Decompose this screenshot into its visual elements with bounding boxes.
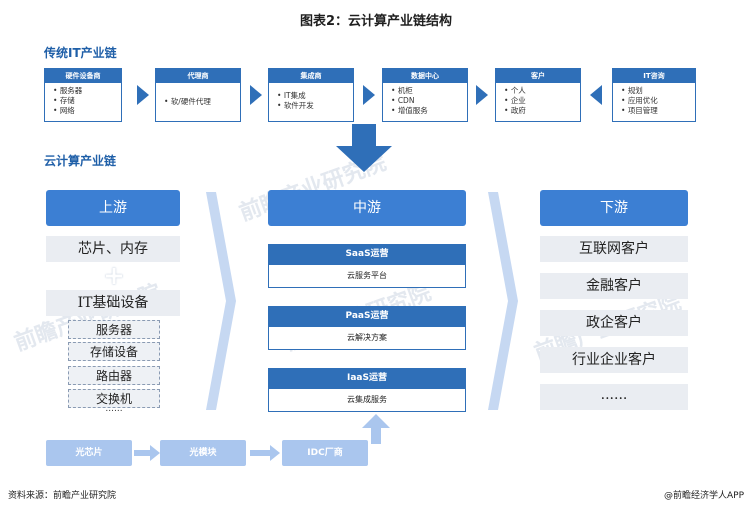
trad-item: 软/硬件代理 — [164, 97, 240, 107]
trad-box-datacenter: 数据中心 机柜 CDN 增值服务 — [382, 68, 468, 122]
trad-box-head: IT咨询 — [613, 69, 695, 83]
trad-box-head: 集成商 — [269, 69, 353, 83]
trad-item: 规划 — [621, 86, 695, 96]
paas-body: 云解决方案 — [268, 326, 466, 350]
trad-box-hardware: 硬件设备商 服务器 存储 网络 — [44, 68, 122, 122]
upstream-item: IT基础设备 — [46, 290, 180, 316]
chevron-right-icon — [206, 192, 236, 410]
arrow-down-icon — [336, 124, 392, 172]
downstream-item: 互联网客户 — [540, 236, 688, 262]
device-item: 服务器 — [68, 320, 160, 339]
trad-item: 网络 — [53, 106, 121, 116]
trad-item: 企业 — [504, 96, 580, 106]
trad-box-consulting: IT咨询 规划 应用优化 项目管理 — [612, 68, 696, 122]
trad-item: 软件开发 — [277, 101, 353, 111]
saas-body: 云服务平台 — [268, 264, 466, 288]
plus-icon: + — [103, 261, 125, 291]
trad-item: CDN — [391, 96, 467, 106]
trad-item: IT集成 — [277, 91, 353, 101]
bottom-chain-item: 光芯片 — [46, 440, 132, 466]
upstream-header: 上游 — [46, 190, 180, 226]
bottom-chain-item: IDC厂商 — [282, 440, 368, 466]
trad-box-head: 硬件设备商 — [45, 69, 121, 83]
saas-header: SaaS运营 — [268, 244, 466, 264]
arrow-right-icon — [363, 85, 375, 105]
arrow-right-icon — [137, 85, 149, 105]
arrow-right-icon — [134, 445, 160, 461]
arrow-left-icon — [590, 85, 602, 105]
iaas-header: IaaS运营 — [268, 368, 466, 388]
trad-box-head: 代理商 — [156, 69, 240, 83]
trad-item: 服务器 — [53, 86, 121, 96]
trad-item: 个人 — [504, 86, 580, 96]
trad-item: 增值服务 — [391, 106, 467, 116]
source-note: 资料来源：前瞻产业研究院 — [8, 491, 117, 501]
arrow-right-icon — [250, 445, 280, 461]
trad-box-head: 客户 — [496, 69, 580, 83]
traditional-chain-label: 传统IT产业链 — [44, 46, 117, 60]
device-item: 路由器 — [68, 366, 160, 385]
trad-item: 机柜 — [391, 86, 467, 96]
upstream-item: 芯片、内存 — [46, 236, 180, 262]
trad-box-integrator: 集成商 IT集成 软件开发 — [268, 68, 354, 122]
bottom-chain-item: 光模块 — [160, 440, 246, 466]
device-item: 交换机 — [68, 389, 160, 408]
page-title: 图表2：云计算产业链结构 — [299, 14, 453, 29]
brand-note: @前瞻经济学人APP — [663, 491, 744, 501]
cloud-chain-label: 云计算产业链 — [44, 154, 117, 168]
downstream-item: 政企客户 — [540, 310, 688, 336]
device-more: ...... — [105, 404, 123, 414]
arrow-right-icon — [250, 85, 262, 105]
device-item: 存储设备 — [68, 342, 160, 361]
trad-item: 应用优化 — [621, 96, 695, 106]
midstream-header: 中游 — [268, 190, 466, 226]
trad-item: 存储 — [53, 96, 121, 106]
arrow-right-icon — [476, 85, 488, 105]
trad-item: 项目管理 — [621, 106, 695, 116]
downstream-item: 金融客户 — [540, 273, 688, 299]
trad-box-head: 数据中心 — [383, 69, 467, 83]
iaas-body: 云集成服务 — [268, 388, 466, 412]
trad-box-agent: 代理商 软/硬件代理 — [155, 68, 241, 122]
trad-box-customer: 客户 个人 企业 政府 — [495, 68, 581, 122]
paas-header: PaaS运营 — [268, 306, 466, 326]
arrow-up-icon — [362, 414, 390, 444]
downstream-item: 行业企业客户 — [540, 347, 688, 373]
downstream-header: 下游 — [540, 190, 688, 226]
chevron-right-icon — [488, 192, 518, 410]
trad-item: 政府 — [504, 106, 580, 116]
downstream-item: ...... — [540, 384, 688, 410]
